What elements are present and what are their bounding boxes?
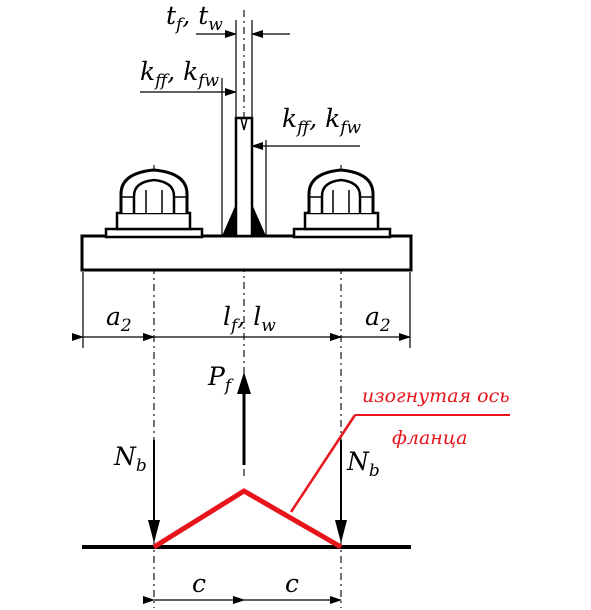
nb-force-arrow-left: [148, 440, 160, 543]
nb-label-right: Nb: [346, 447, 380, 481]
flange-plate: [80, 234, 413, 272]
nb-label-left: Nb: [113, 442, 147, 476]
kff-kfw-label-right: kff, kfw: [282, 104, 362, 138]
lf-lw-label: lf, lw: [223, 302, 276, 336]
pf-force-arrow: [237, 372, 251, 465]
nb-force-arrow-right: [335, 440, 347, 543]
web-plate: [222, 116, 266, 238]
pf-label: Pf: [207, 362, 234, 396]
bolt-nut-right: [292, 168, 392, 239]
annotation-line2: фланца: [392, 427, 467, 449]
annotation-leader: [289, 414, 510, 513]
c-label-left: c: [192, 569, 206, 598]
a2-label-right: a2: [365, 302, 391, 336]
annotation-line1: изогнутая ось: [362, 385, 510, 407]
tf-tw-label: tf, tw: [166, 1, 223, 35]
kff-kfw-label-left: kff, kfw: [140, 57, 220, 91]
weld-leg-dimension-right: [251, 140, 360, 236]
bent-axis-line: [152, 488, 343, 550]
c-label-right: c: [285, 569, 299, 598]
bolt-nut-left: [104, 168, 204, 239]
a2-label-left: a2: [106, 302, 132, 336]
weld-leg-dimension-left: [140, 78, 237, 236]
thickness-dimension: [196, 20, 290, 118]
